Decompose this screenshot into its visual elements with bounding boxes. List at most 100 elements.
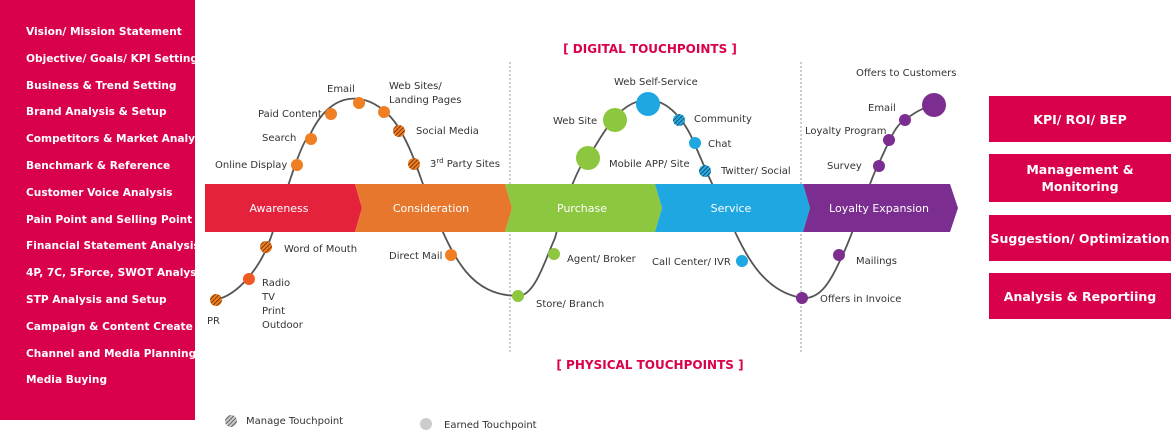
- left-sidebar: Vision/ Mission Statement Objective/ Goa…: [0, 0, 212, 420]
- management-monitoring-button[interactable]: Management & Monitoring: [989, 154, 1171, 202]
- dot-mobile-app[interactable]: [576, 146, 600, 170]
- dot-web-sites[interactable]: [378, 106, 390, 118]
- left-item-stp[interactable]: STP Analysis and Setup: [26, 293, 167, 306]
- dot-search[interactable]: [305, 133, 317, 145]
- dot-email-2[interactable]: [899, 114, 911, 126]
- legend-managed-label: Manage Touchpoint: [246, 416, 343, 427]
- label-loyalty-program: Loyalty Program: [805, 126, 887, 137]
- label-community: Community: [694, 114, 752, 125]
- dot-pr[interactable]: [210, 294, 222, 306]
- left-item-financial[interactable]: Financial Statement Analysis: [26, 240, 200, 253]
- left-item-objective[interactable]: Objective/ Goals/ KPI Setting: [26, 52, 198, 65]
- label-social-media: Social Media: [416, 126, 479, 137]
- digital-touchpoints-heading: [ DIGITAL TOUCHPOINTS ]: [563, 42, 737, 56]
- dot-chat[interactable]: [689, 137, 701, 149]
- left-item-competitors[interactable]: Competitors & Market Analysis: [26, 133, 212, 146]
- dot-offers-to-customers[interactable]: [922, 93, 946, 117]
- physical-touchpoints-heading: [ PHYSICAL TOUCHPOINTS ]: [556, 358, 743, 372]
- stage-label-awareness: Awareness: [249, 202, 308, 215]
- dot-social-media[interactable]: [393, 125, 405, 137]
- dot-call-center[interactable]: [736, 255, 748, 267]
- label-outdoor: Outdoor: [262, 320, 304, 331]
- stage-arrow-service[interactable]: [655, 184, 810, 232]
- label-mailings: Mailings: [856, 256, 897, 267]
- dot-web-site[interactable]: [603, 108, 627, 132]
- third-party-rest: Party Sites: [444, 159, 500, 170]
- dot-store-branch[interactable]: [512, 290, 524, 302]
- label-direct-mail: Direct Mail: [389, 251, 442, 262]
- dot-offline-media[interactable]: [243, 273, 255, 285]
- legend-earned-icon: [420, 418, 432, 430]
- label-print: Print: [262, 306, 285, 317]
- third-party-sup: rd: [436, 157, 443, 165]
- stage-arrow-loyalty[interactable]: [803, 184, 958, 232]
- dot-survey[interactable]: [873, 160, 885, 172]
- label-store-branch: Store/ Branch: [536, 299, 604, 310]
- dot-email-1[interactable]: [353, 97, 365, 109]
- dot-web-self-service[interactable]: [636, 92, 660, 116]
- label-web-sites-line1: Web Sites/: [389, 81, 442, 92]
- dot-direct-mail[interactable]: [445, 249, 457, 261]
- analysis-label: Analysis & Reportiing: [1003, 288, 1157, 304]
- label-agent-broker: Agent/ Broker: [567, 254, 637, 265]
- left-item-4p-analysis[interactable]: 4P, 7C, 5Force, SWOT Analysis: [26, 267, 207, 280]
- label-email-1: Email: [327, 84, 355, 95]
- stage-label-loyalty: Loyalty Expansion: [829, 202, 929, 215]
- management-label-line2: Monitoring: [1041, 179, 1119, 194]
- dot-twitter-social[interactable]: [699, 165, 711, 177]
- stage-arrow-awareness[interactable]: [205, 184, 362, 232]
- label-call-center: Call Center/ IVR: [652, 257, 731, 268]
- dot-community[interactable]: [673, 114, 685, 126]
- label-web-sites-line2: Landing Pages: [389, 95, 461, 106]
- analysis-reporting-button[interactable]: Analysis & Reportiing: [989, 273, 1171, 319]
- stage-arrow-consideration[interactable]: [355, 184, 512, 232]
- label-tv: TV: [261, 292, 275, 303]
- kpi-roi-bep-label: KPI/ ROI/ BEP: [1033, 111, 1127, 127]
- legend-managed-icon: [225, 415, 237, 427]
- dot-paid-content[interactable]: [325, 108, 337, 120]
- left-item-business[interactable]: Business & Trend Setting: [26, 79, 177, 92]
- label-radio: Radio: [262, 278, 290, 289]
- management-label-line1: Management &: [1026, 162, 1134, 177]
- label-twitter-social: Twitter/ Social: [720, 166, 791, 177]
- legend-earned-label: Earned Touchpoint: [444, 420, 537, 431]
- label-mobile-app: Mobile APP/ Site: [609, 159, 690, 170]
- left-item-campaign[interactable]: Campaign & Content Create: [26, 320, 193, 333]
- left-item-pain-point[interactable]: Pain Point and Selling Point: [26, 213, 193, 226]
- left-item-media-buying[interactable]: Media Buying: [26, 374, 108, 387]
- third-party-num: 3: [430, 159, 436, 170]
- label-web-self-service: Web Self-Service: [614, 77, 698, 88]
- label-paid-content: Paid Content: [258, 109, 322, 120]
- strategy-list: Vision/ Mission Statement Objective/ Goa…: [0, 0, 212, 397]
- dot-word-of-mouth[interactable]: [260, 241, 272, 253]
- label-survey: Survey: [827, 161, 862, 172]
- label-web-site: Web Site: [553, 116, 597, 127]
- left-item-brand[interactable]: Brand Analysis & Setup: [26, 106, 167, 119]
- left-item-channel[interactable]: Channel and Media Planning: [26, 347, 197, 360]
- suggestion-optimization-button[interactable]: Suggestion/ Optimization: [989, 215, 1171, 261]
- label-online-display: Online Display: [215, 160, 287, 171]
- label-offers-in-invoice: Offers in Invoice: [820, 294, 901, 305]
- left-item-benchmark[interactable]: Benchmark & Reference: [26, 159, 171, 172]
- label-pr: PR: [207, 316, 220, 327]
- label-offers-to-customers: Offers to Customers: [856, 68, 956, 79]
- suggestion-label: Suggestion/ Optimization: [990, 230, 1170, 246]
- dot-third-party-sites[interactable]: [408, 158, 420, 170]
- label-chat: Chat: [708, 139, 731, 150]
- dot-online-display[interactable]: [291, 159, 303, 171]
- left-item-vision[interactable]: Vision/ Mission Statement: [26, 26, 182, 38]
- dot-loyalty-program[interactable]: [883, 134, 895, 146]
- label-word-of-mouth: Word of Mouth: [284, 244, 357, 255]
- label-email-2: Email: [868, 103, 896, 114]
- kpi-roi-bep-button[interactable]: KPI/ ROI/ BEP: [989, 96, 1171, 142]
- stage-label-service: Service: [711, 202, 752, 215]
- label-third-party-sites: 3rd Party Sites: [430, 157, 500, 170]
- stage-arrow-purchase[interactable]: [505, 184, 662, 232]
- dot-offers-in-invoice[interactable]: [796, 292, 808, 304]
- dot-mailings[interactable]: [833, 249, 845, 261]
- left-item-customer-voice[interactable]: Customer Voice Analysis: [26, 186, 173, 199]
- label-search: Search: [262, 133, 296, 144]
- stage-label-consideration: Consideration: [393, 202, 469, 215]
- dot-agent-broker[interactable]: [548, 248, 560, 260]
